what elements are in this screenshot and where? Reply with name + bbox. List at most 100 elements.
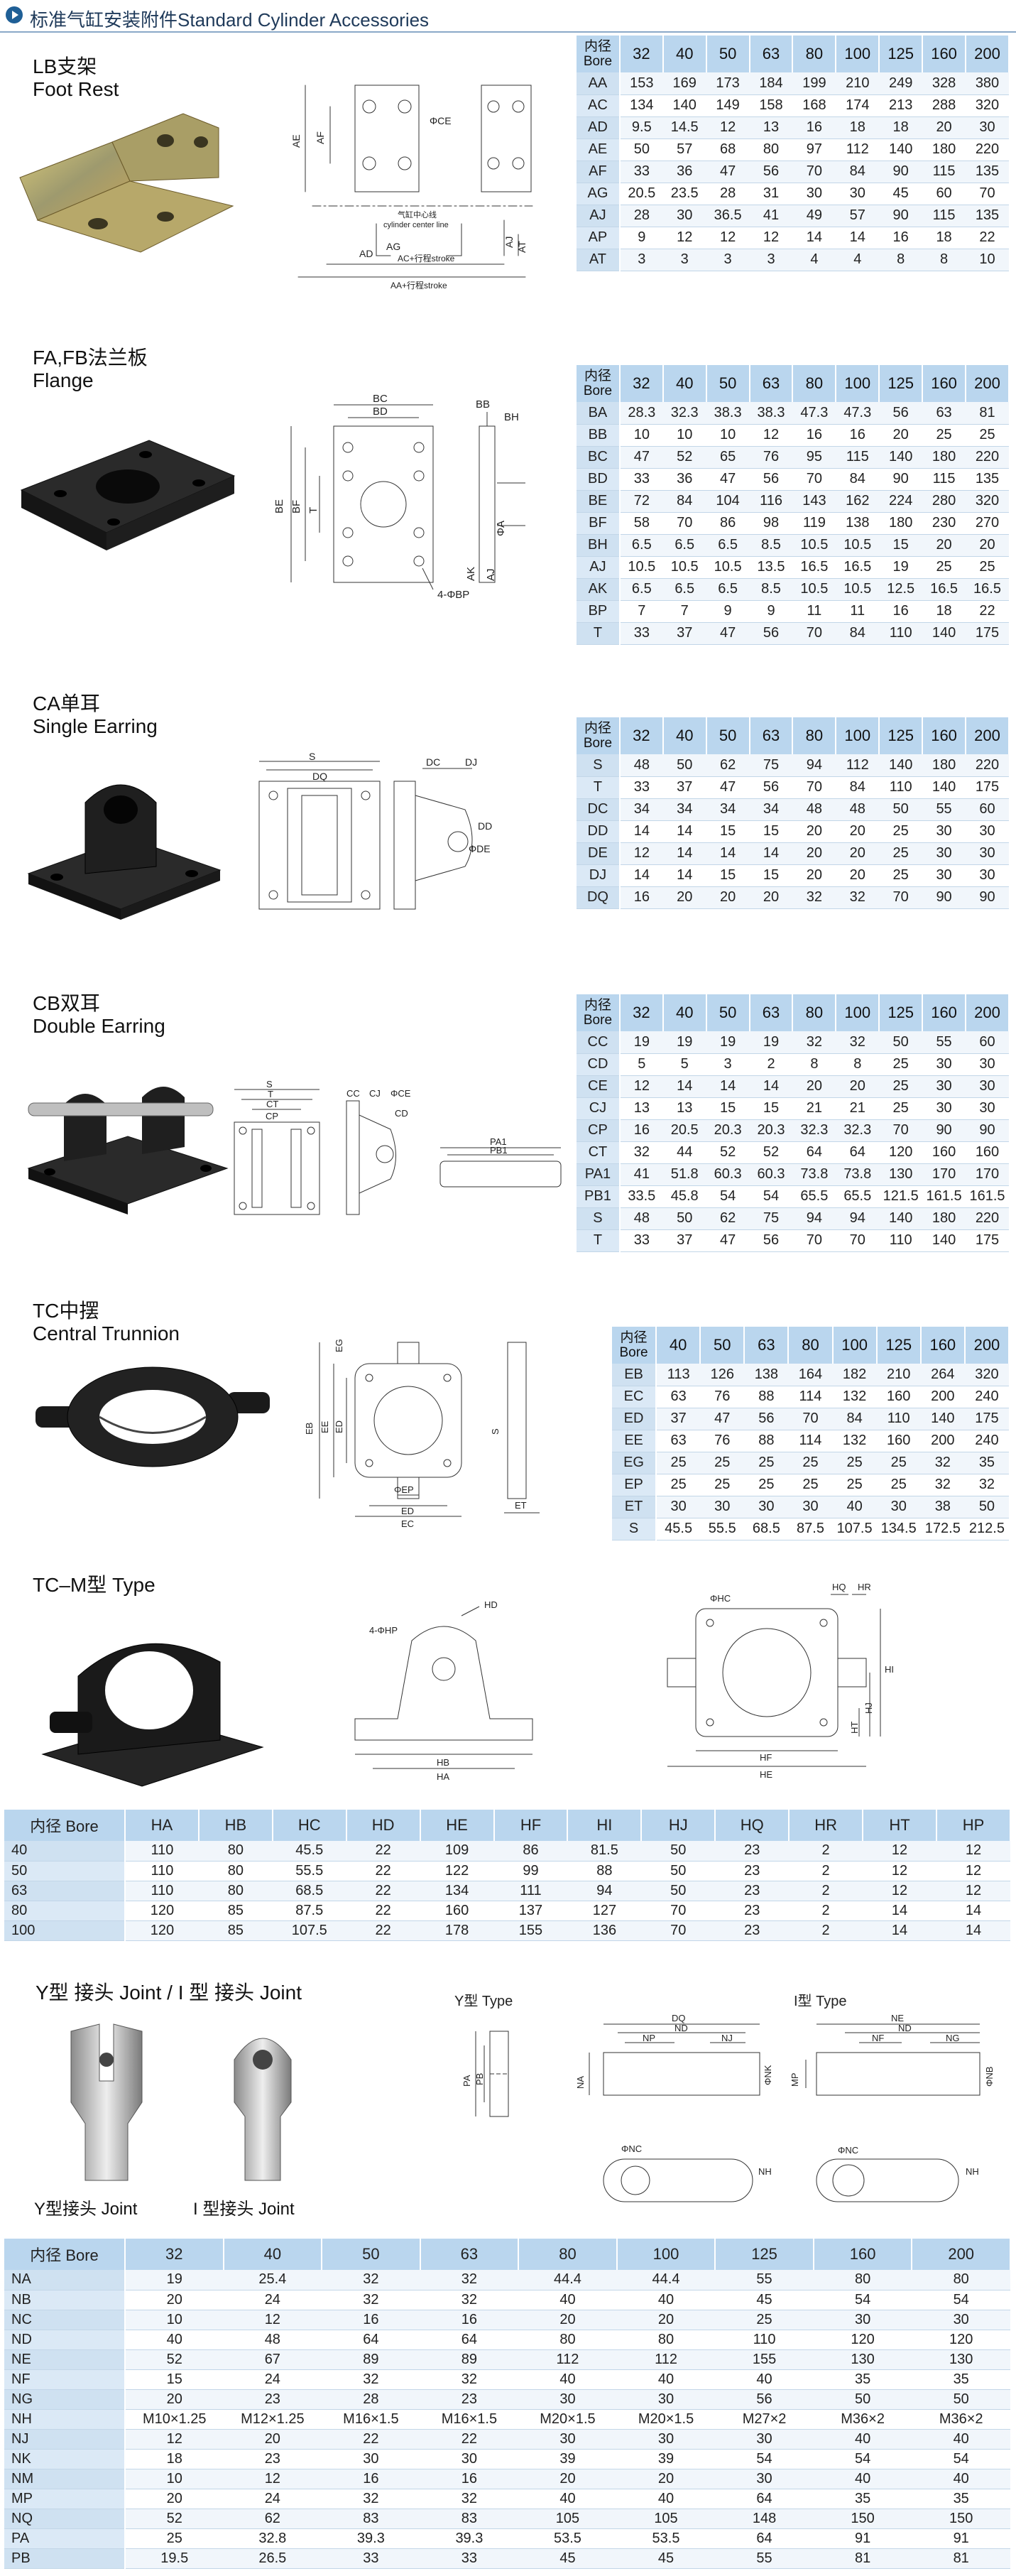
table-cell: 18 xyxy=(922,600,966,623)
table-cell: 8 xyxy=(836,1053,880,1076)
column-header: 32 xyxy=(619,717,664,754)
row-label: 50 xyxy=(4,1861,126,1881)
table-cell: 14 xyxy=(619,864,663,887)
table-cell: 50 xyxy=(619,138,663,161)
row-label: AT xyxy=(577,249,621,271)
table-cell: 135 xyxy=(966,205,1009,227)
table-cell: 107.5 xyxy=(272,1920,346,1941)
table-cell: 110 xyxy=(879,1229,923,1252)
table-cell: 2 xyxy=(789,1901,863,1921)
table-cell: 24 xyxy=(223,2369,322,2390)
table-cell: 32 xyxy=(420,2369,519,2390)
column-header: 200 xyxy=(966,994,1010,1031)
column-header: 160 xyxy=(922,717,967,754)
table-cell: 56 xyxy=(749,468,793,491)
row-label: ND xyxy=(4,2330,126,2350)
row-label: S xyxy=(577,754,621,777)
table-cell: 88 xyxy=(744,1386,789,1408)
table-cell: 45.5 xyxy=(656,1518,701,1540)
row-label: NA xyxy=(4,2270,126,2290)
row-label: DQ xyxy=(577,886,621,909)
table-cell: 20 xyxy=(662,886,706,909)
table-cell: 143 xyxy=(792,490,836,513)
label-af: AF xyxy=(315,131,326,144)
table-cell: 16 xyxy=(420,2469,519,2489)
table-cell: 140 xyxy=(879,754,923,777)
table-cell: 12 xyxy=(662,227,706,249)
column-header: 125 xyxy=(879,717,924,754)
table-cell: 174 xyxy=(836,94,880,117)
table-cell: 56 xyxy=(749,1229,793,1252)
table-cell: 10 xyxy=(966,249,1009,271)
table-cell: 54 xyxy=(912,2449,1010,2469)
row-label: 80 xyxy=(4,1901,126,1921)
table-cell: 30 xyxy=(420,2449,519,2469)
row-label: EE xyxy=(612,1430,657,1452)
row-label: NF xyxy=(4,2369,126,2390)
page-title: 标准气缸安装附件Standard Cylinder Accessories xyxy=(30,9,430,31)
table-cell: 7 xyxy=(662,600,706,623)
column-header: 100 xyxy=(836,717,880,754)
table-cell: 33 xyxy=(420,2548,519,2569)
row-label: ED xyxy=(612,1408,657,1430)
table-cell: 10 xyxy=(125,2469,224,2489)
label-cj: CJ xyxy=(369,1088,381,1099)
table-cell: 57 xyxy=(662,138,706,161)
row-label: CT xyxy=(577,1141,621,1164)
table-cell: 41 xyxy=(619,1163,663,1186)
table-cell: 127 xyxy=(567,1901,642,1921)
label-dd: DD xyxy=(478,820,492,832)
table-cell: 25 xyxy=(656,1452,701,1474)
table-cell: 68.5 xyxy=(272,1881,346,1901)
table-cell: 85 xyxy=(198,1920,273,1941)
table-cell: 28 xyxy=(322,2389,420,2410)
table-cell: 32.3 xyxy=(662,402,706,425)
table-cell: 16.5 xyxy=(836,556,880,579)
row-label: BP xyxy=(577,600,621,623)
table-cell: 10.5 xyxy=(792,578,836,601)
table-cell: 138 xyxy=(744,1364,789,1386)
table-cell: 39.3 xyxy=(322,2528,420,2549)
table-cell: 12 xyxy=(619,1075,663,1098)
table-cell: 76 xyxy=(749,446,793,469)
row-label: AA xyxy=(577,72,621,95)
table-cell: 20.5 xyxy=(619,183,663,205)
table-cell: 130 xyxy=(879,1163,923,1186)
column-header: 40 xyxy=(662,994,707,1031)
table-cell: 64 xyxy=(715,2528,814,2549)
table-cell: 30 xyxy=(966,864,1009,887)
table-cell: 44 xyxy=(662,1141,706,1164)
table-cell: 134 xyxy=(619,94,663,117)
column-header: 160 xyxy=(922,994,967,1031)
row-label: DE xyxy=(577,842,621,865)
table-cell: 158 xyxy=(749,94,793,117)
table-cell: 121.5 xyxy=(879,1185,923,1208)
table-cell: 32 xyxy=(322,2489,420,2509)
table-cell: 220 xyxy=(966,138,1009,161)
table-cell: 22 xyxy=(346,1881,420,1901)
table-cell: 40 xyxy=(912,2469,1010,2489)
table-cell: 40 xyxy=(518,2489,617,2509)
table-cell: 21 xyxy=(836,1097,880,1120)
table-cell: 12 xyxy=(863,1861,936,1881)
row-label: CC xyxy=(577,1031,621,1054)
row-label: BH xyxy=(577,534,621,557)
row-label: BD xyxy=(577,468,621,491)
column-header: 80 xyxy=(792,365,837,402)
table-cell: 20 xyxy=(922,116,966,139)
table-cell: 220 xyxy=(966,446,1009,469)
table-cell: 52 xyxy=(125,2509,224,2529)
table-cell: 120 xyxy=(125,1920,199,1941)
table-cell: 94 xyxy=(792,754,836,777)
section-title-double-earring: CB双耳 Double Earring xyxy=(33,992,165,1037)
table-cell: M16×1.5 xyxy=(322,2409,420,2430)
table-cell: 130 xyxy=(813,2349,912,2370)
row-label: 100 xyxy=(4,1920,126,1941)
